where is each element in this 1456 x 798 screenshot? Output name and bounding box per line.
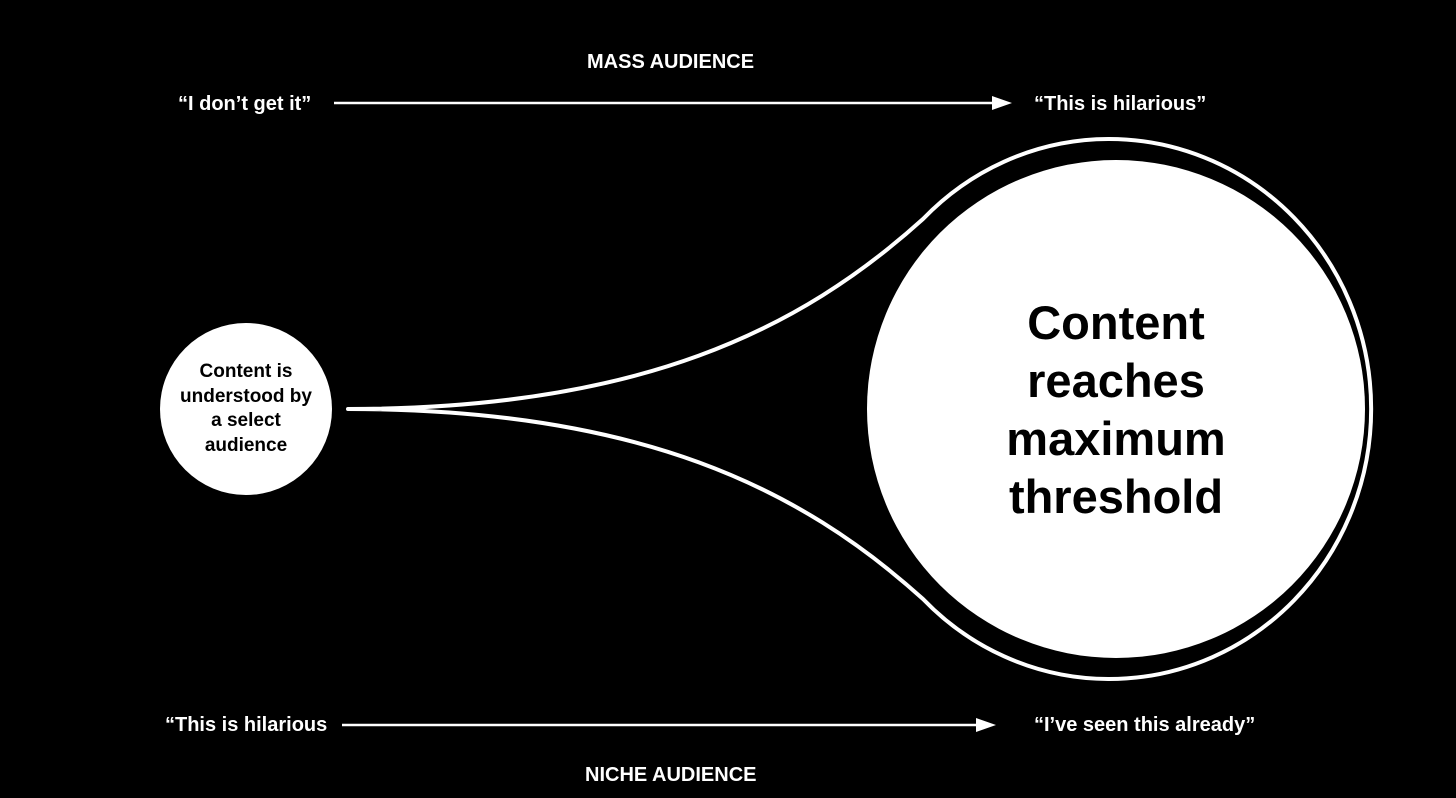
small-circle-line: understood by bbox=[180, 385, 312, 407]
big-circle-line: Content bbox=[1027, 296, 1205, 349]
big-circle-line: reaches bbox=[1027, 354, 1205, 407]
niche-audience-heading: NICHE AUDIENCE bbox=[585, 764, 757, 786]
bottom-arrow-head bbox=[976, 718, 996, 732]
big-circle bbox=[867, 160, 1365, 658]
top-start-quote: “I don’t get it” bbox=[178, 93, 312, 115]
big-circle-line: threshold bbox=[1008, 470, 1224, 523]
top-arrow-head bbox=[992, 96, 1012, 110]
funnel-outline bbox=[346, 137, 1374, 681]
big-circle-line: maximum bbox=[1006, 412, 1226, 465]
small-circle-line: audience bbox=[204, 434, 288, 456]
small-circle bbox=[160, 323, 332, 495]
big-circle-text: Content reaches maximum threshold bbox=[868, 294, 1364, 526]
top-end-quote: “This is hilarious” bbox=[1034, 93, 1207, 115]
bottom-start-quote: “This is hilarious bbox=[165, 714, 328, 736]
mass-audience-heading: MASS AUDIENCE bbox=[587, 51, 755, 73]
bottom-end-quote: “I’ve seen this already” bbox=[1034, 714, 1256, 736]
small-circle-line: a select bbox=[211, 410, 281, 431]
small-circle-text: Content is understood by a select audien… bbox=[160, 360, 332, 458]
small-circle-line: Content is bbox=[199, 361, 293, 382]
